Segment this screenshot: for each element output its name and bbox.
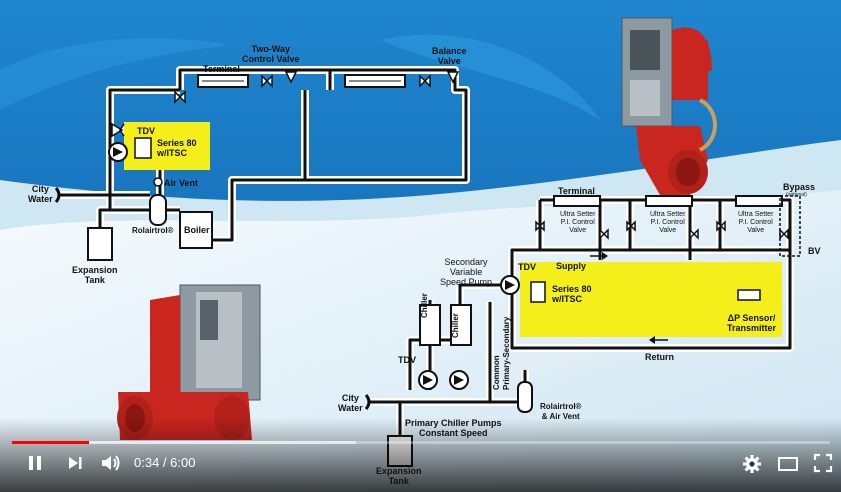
pause-icon xyxy=(29,456,41,470)
label-air-vent: Air Vent xyxy=(164,178,199,188)
label-line: ΔP Sensor/ xyxy=(727,313,776,323)
fullscreen-icon xyxy=(813,453,833,473)
label-line: Valve xyxy=(569,227,587,234)
label-line: & Air Vent xyxy=(541,412,580,421)
label-bv: BV xyxy=(808,246,821,256)
label-supply: Supply xyxy=(556,261,587,271)
label-terminal: Terminal xyxy=(203,64,240,74)
label-line: Secondary xyxy=(444,257,488,267)
label-line: City xyxy=(31,184,49,194)
settings-icon xyxy=(743,455,761,473)
label-line: Expansion xyxy=(72,265,118,275)
label-line: Variable xyxy=(449,267,483,277)
label-city-water: City Water xyxy=(28,184,53,204)
label-line: P.I. Control xyxy=(738,219,773,226)
volume-button[interactable] xyxy=(100,453,122,473)
label-line: Common xyxy=(492,355,501,390)
label-boiler: Boiler xyxy=(184,225,210,235)
progress-played xyxy=(12,441,89,444)
label-valve-1: Ultra Setter P.I. Control Valve xyxy=(560,211,595,235)
time-current: 0:34 xyxy=(134,455,160,470)
label-valve-2: Ultra Setter P.I. Control Valve xyxy=(650,211,685,235)
label-line: Constant Speed xyxy=(419,428,488,438)
fullscreen-button[interactable] xyxy=(813,453,833,473)
next-button[interactable] xyxy=(66,454,84,472)
label-line: Valve xyxy=(659,227,677,234)
label-line: Speed Pump xyxy=(440,277,493,287)
volume-icon xyxy=(102,455,120,471)
label-line: P.I. Control xyxy=(650,219,685,226)
settings-button[interactable] xyxy=(742,454,762,474)
pause-button[interactable] xyxy=(26,454,44,472)
label-expansion-tank: Expansion Tank xyxy=(72,265,118,285)
label-line: P.I. Control xyxy=(560,219,595,226)
label-line: Water xyxy=(338,403,363,413)
label-line: w/ITSC xyxy=(157,148,188,158)
label-line: Balance xyxy=(432,46,467,56)
label-line: City xyxy=(341,393,359,403)
label-line: Ultra Setter xyxy=(738,211,774,218)
label-expansion-tank-2: Expansion Tank xyxy=(376,466,422,486)
label-two-way-control-valve: Two-Way Control Valve xyxy=(242,44,300,64)
theater-mode-button[interactable] xyxy=(777,455,799,473)
time-display: 0:34 / 6:00 xyxy=(134,455,195,470)
label-line: Control Valve xyxy=(242,54,300,64)
label-line: w/ITSC xyxy=(552,294,583,304)
label-bypass: Bypass xyxy=(783,182,816,192)
label-line: Valve xyxy=(747,227,765,234)
label-line: Rolairtrol® xyxy=(540,402,582,411)
label-line: Ultra Setter xyxy=(560,211,596,218)
label-line: Expansion xyxy=(376,466,422,476)
label-series80: Series 80 w/ITSC xyxy=(157,138,197,158)
label-balance-valve: Balance Valve xyxy=(432,46,467,66)
label-tdv: TDV xyxy=(137,126,155,136)
label-line: Water xyxy=(28,194,53,204)
theater-mode-icon xyxy=(778,457,798,471)
label-secondary-pump: Secondary Variable Speed Pump xyxy=(440,257,492,287)
label-dp-sensor: ΔP Sensor/ Transmitter xyxy=(727,313,776,333)
label-rolairtrol: Rolairtrol® xyxy=(132,226,174,235)
label-line: Primary-Secondary xyxy=(502,316,511,390)
label-rolairtrol-air-vent: Rolairtrol® & Air Vent xyxy=(540,402,581,422)
label-line: Primary Chiller Pumps xyxy=(405,418,502,428)
label-chiller-series80: Series 80 w/ITSC xyxy=(552,284,592,304)
label-valve-3: Ultra Setter P.I. Control Valve xyxy=(738,211,773,235)
label-common-primary-secondary: Common Primary-Secondary xyxy=(492,317,512,390)
time-total: 6:00 xyxy=(170,455,196,470)
label-tdv-top: TDV xyxy=(518,262,536,272)
progress-bar[interactable] xyxy=(12,441,830,444)
label-line: Series 80 xyxy=(552,284,592,294)
progress-buffered xyxy=(12,441,356,444)
label-line: Series 80 xyxy=(157,138,197,148)
label-chiller-terminal: Terminal xyxy=(558,186,595,196)
label-line: Transmitter xyxy=(727,323,777,333)
next-icon xyxy=(69,457,82,469)
label-line: Two-Way xyxy=(251,44,291,54)
label-line: Ultra Setter xyxy=(650,211,686,218)
label-line: Tank xyxy=(84,275,105,285)
label-line: Tank xyxy=(388,476,409,486)
time-separator: / xyxy=(159,455,171,470)
label-tdv-bottom: TDV xyxy=(398,355,416,365)
vertical-pump-image-top xyxy=(621,17,717,195)
label-bypass-optional: (optional) xyxy=(786,192,807,198)
label-chiller-2: Chiller xyxy=(451,313,460,338)
label-line: Valve xyxy=(437,56,461,66)
label-chiller-1: Chiller xyxy=(420,293,429,318)
label-return: Return xyxy=(645,352,674,362)
label-city-water-2: City Water xyxy=(338,393,363,413)
label-primary-chiller-pumps: Primary Chiller Pumps Constant Speed xyxy=(405,418,502,438)
